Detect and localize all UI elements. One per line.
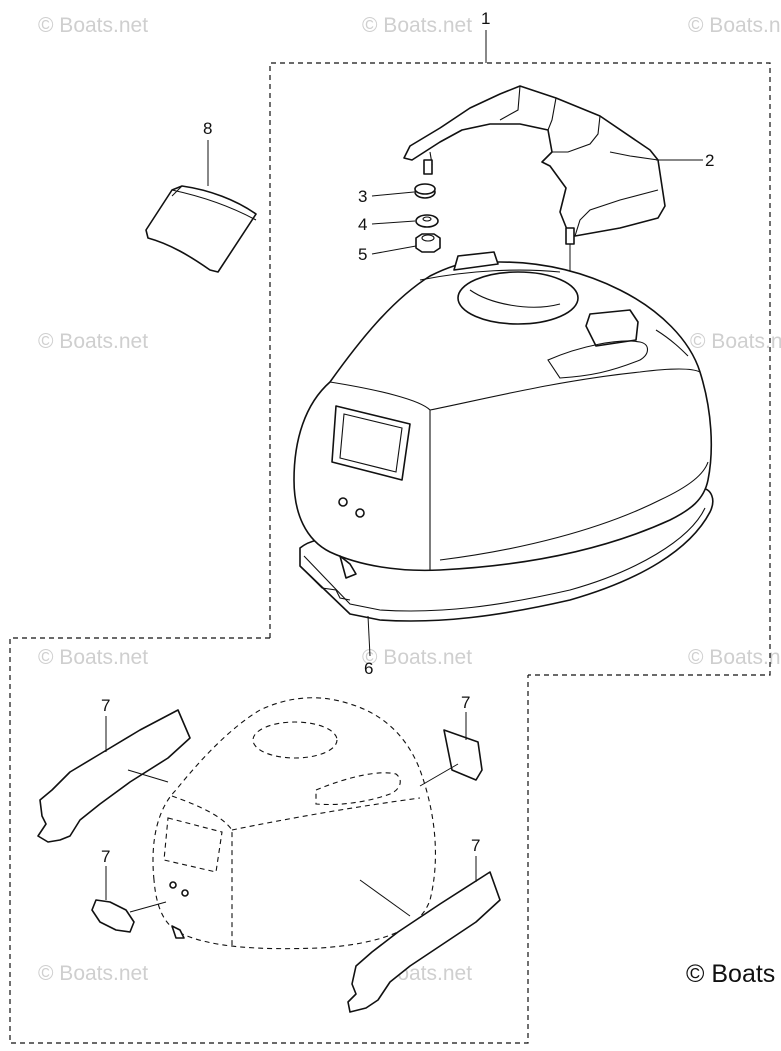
part-8-top-pad: 8 xyxy=(145,119,257,273)
assembly-frame-upper xyxy=(269,62,771,676)
svg-text:7: 7 xyxy=(101,847,110,866)
watermark: © Boats.net xyxy=(688,646,781,669)
part-7-decal-right-small: 7 xyxy=(419,693,483,787)
part-3-washer: 3 xyxy=(358,183,436,206)
part-7-decal-right: 7 xyxy=(347,836,501,1013)
part-4-spring-washer: 4 xyxy=(358,214,439,234)
watermark: © Boats.net xyxy=(38,330,148,353)
svg-text:4: 4 xyxy=(358,215,367,234)
copyright-mark: © Boats xyxy=(686,960,775,988)
svg-text:7: 7 xyxy=(461,693,470,712)
assembly-frame-lower xyxy=(9,637,529,1044)
part-7-decal-left: 7 xyxy=(37,696,191,843)
watermark: © Boats.net xyxy=(38,962,148,985)
watermark: © Boats.net xyxy=(38,646,148,669)
watermark: © Boats.net xyxy=(690,330,781,353)
svg-text:8: 8 xyxy=(203,119,212,138)
part-5-nut: 5 xyxy=(358,233,441,264)
watermarks: © Boats.net © Boats.net © Boats.net © Bo… xyxy=(38,14,781,985)
callout-1: 1 xyxy=(481,9,490,63)
part-2-cover-handle: 2 xyxy=(403,85,714,245)
svg-text:7: 7 xyxy=(101,696,110,715)
watermark: © Boats.net xyxy=(362,14,472,37)
svg-text:6: 6 xyxy=(364,659,373,678)
watermark: © Boats.net xyxy=(362,646,472,669)
svg-text:3: 3 xyxy=(358,187,367,206)
watermark: © Boats.net xyxy=(688,14,781,37)
engine-top-cover xyxy=(293,251,713,579)
part-7-decal-left-small: 7 xyxy=(91,847,167,933)
watermark: © Boats.net xyxy=(38,14,148,37)
svg-text:1: 1 xyxy=(481,9,490,28)
svg-text:2: 2 xyxy=(705,151,714,170)
svg-text:5: 5 xyxy=(358,245,367,264)
ghost-cover xyxy=(152,697,436,950)
svg-text:7: 7 xyxy=(471,836,480,855)
